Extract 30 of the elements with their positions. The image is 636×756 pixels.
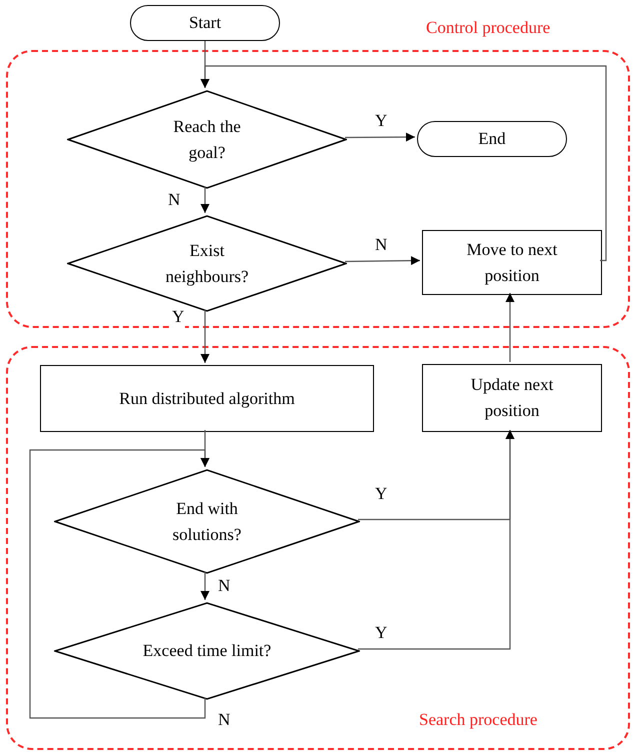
node-label: Update next position (470, 374, 554, 422)
node-label: Start (188, 12, 222, 34)
node-label: End (477, 128, 507, 150)
node-label: End with solutions? (172, 498, 242, 546)
group-label: Control procedure (426, 17, 550, 39)
connector-arrow (200, 65, 607, 262)
connector-arrow (345, 132, 415, 142)
decision-diamond (67, 90, 347, 189)
connector-arrow (200, 310, 210, 363)
connector-arrow (29, 449, 210, 719)
process-box (422, 364, 602, 432)
node-label: Move to next position (466, 238, 558, 287)
group-label: Search procedure (419, 709, 538, 731)
connector-arrow (506, 293, 514, 362)
connector-arrow (345, 256, 420, 266)
terminal-pill (417, 121, 567, 157)
node-label: Run distributed algorithm (118, 388, 296, 410)
dashed-group-frame (6, 346, 630, 750)
process-box (422, 230, 602, 295)
process-box (40, 365, 374, 432)
connector-arrow (200, 187, 210, 213)
connector-arrow (358, 430, 514, 650)
decision-diamond (54, 469, 360, 574)
terminal-pill (130, 5, 280, 41)
decision-diamond (54, 602, 360, 700)
node-label: Exist neighbours? (164, 240, 250, 288)
node-label: Exceed time limit? (142, 640, 272, 662)
node-label: Reach the goal? (172, 116, 242, 164)
decision-diamond (67, 215, 347, 312)
connector-arrow (200, 572, 210, 600)
